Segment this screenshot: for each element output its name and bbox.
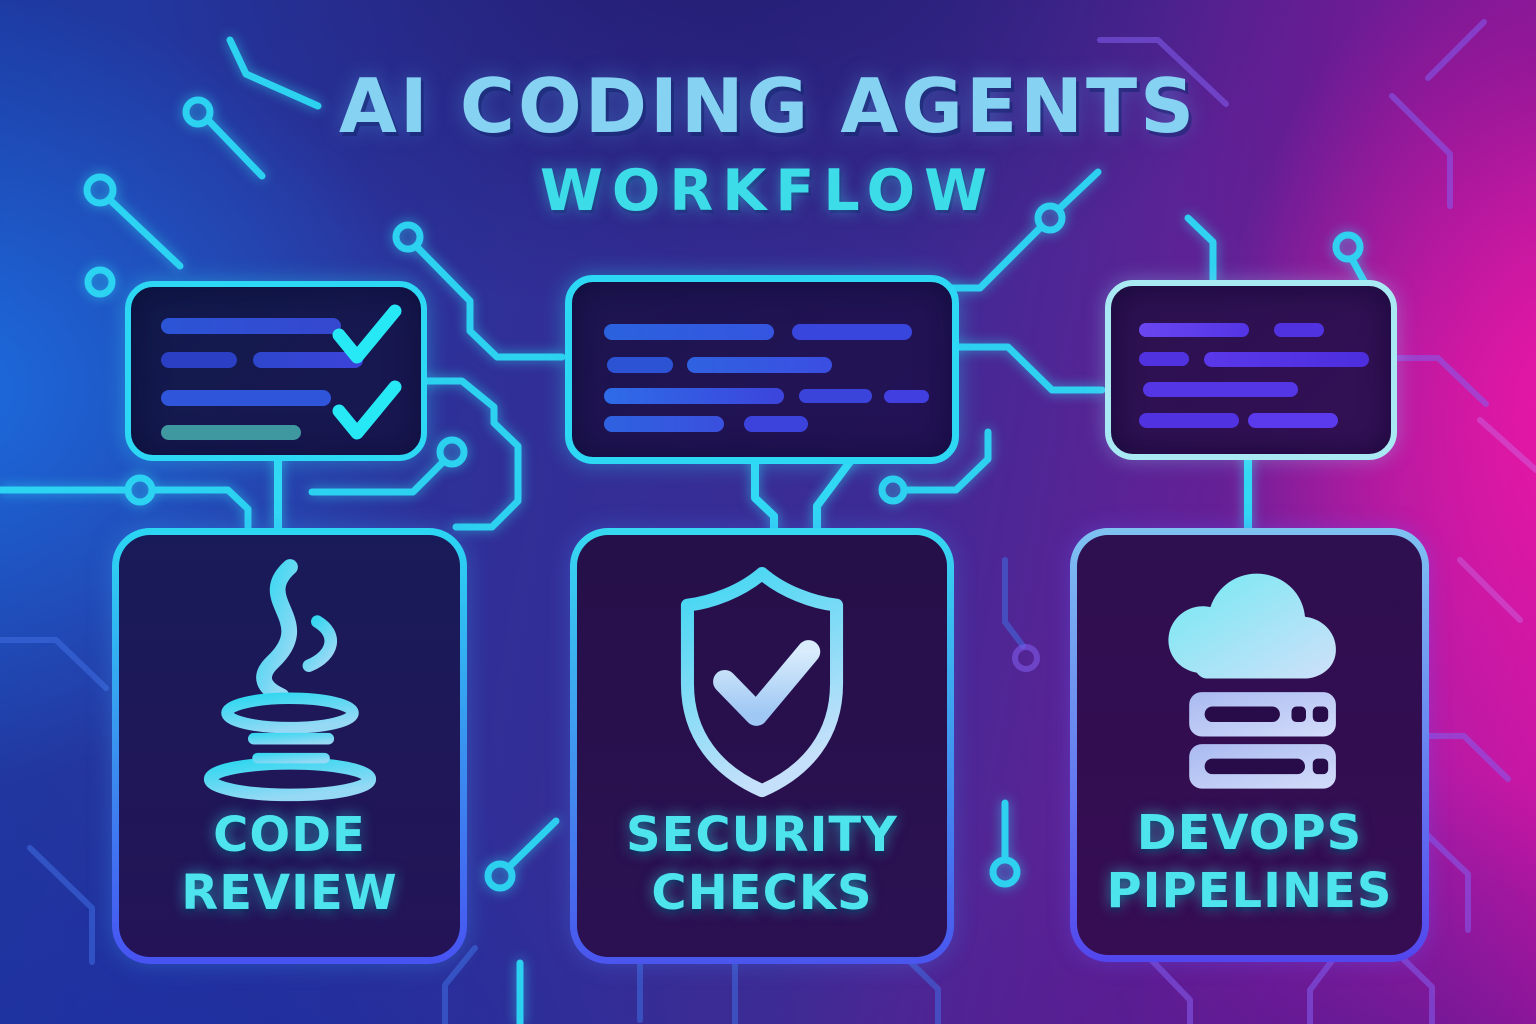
- code-line-bar: [161, 318, 341, 334]
- code-line-bar: [1139, 352, 1189, 366]
- node-label-line1: SECURITY: [626, 806, 898, 863]
- node-label-line2: PIPELINES: [1106, 863, 1393, 920]
- code-line-bar: [1274, 323, 1324, 337]
- code-line-bar: [799, 389, 872, 403]
- workflow-node-security-checks: SECURITY CHECKS: [570, 528, 954, 964]
- node-label-line1: CODE: [213, 806, 366, 863]
- node-label: SECURITY CHECKS: [577, 806, 947, 923]
- code-line-bar: [1143, 382, 1298, 397]
- code-line-bar: [744, 416, 808, 432]
- code-card-right: [1105, 280, 1397, 460]
- page-title: AI CODING AGENTS: [338, 62, 1198, 150]
- code-card-left: [125, 281, 427, 461]
- connector-middle-b: [813, 447, 862, 533]
- node-label: DEVOPS PIPELINES: [1077, 804, 1422, 921]
- node-label: CODE REVIEW: [119, 806, 460, 923]
- shield-checkmark-icon: [680, 566, 844, 798]
- java-coffee-cup-icon: [203, 559, 376, 802]
- workflow-node-devops-pipelines: DEVOPS PIPELINES: [1070, 528, 1429, 962]
- code-line-bar: [604, 324, 774, 340]
- workflow-node-code-review: CODE REVIEW: [112, 528, 467, 964]
- node-label-line2: REVIEW: [181, 865, 398, 922]
- cloud-server-stack-icon: [1167, 573, 1336, 789]
- code-line-bar: [1139, 323, 1249, 337]
- node-label-line2: CHECKS: [651, 865, 873, 922]
- code-line-bar: [607, 357, 673, 373]
- code-line-bar: [1204, 352, 1369, 367]
- code-line-bar: [792, 324, 912, 340]
- code-card-middle: [565, 275, 959, 464]
- checkmarks-icon: [332, 304, 402, 440]
- code-line-bar: [604, 388, 784, 404]
- code-line-bar: [253, 352, 363, 368]
- code-line-bar: [1139, 413, 1239, 428]
- code-line-bar: [161, 352, 237, 368]
- page-subtitle: WORKFLOW: [540, 158, 996, 224]
- code-line-bar: [604, 416, 724, 432]
- code-line-bar: [161, 390, 331, 406]
- code-line-bar: [884, 390, 929, 403]
- code-line-bar: [1248, 413, 1338, 428]
- code-line-bar: [687, 357, 832, 373]
- connector-middle-a: [751, 447, 778, 533]
- code-line-bar: [161, 425, 301, 440]
- node-label-line1: DEVOPS: [1136, 804, 1363, 861]
